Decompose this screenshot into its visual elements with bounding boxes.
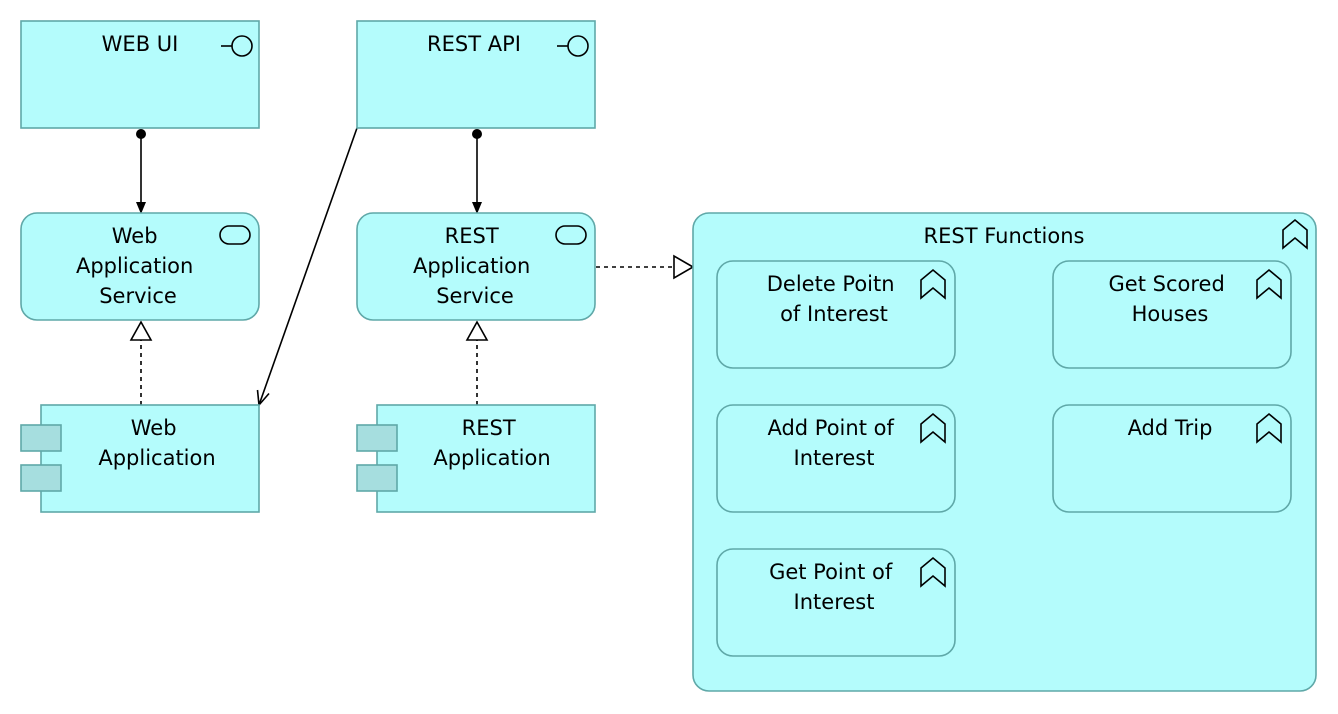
edge-rest-service-realizes-functions[interactable]	[596, 254, 695, 280]
node-get-poi-line1: Get Point of	[769, 560, 893, 584]
node-delete-point-of-interest[interactable]: Delete Poitn of Interest	[716, 260, 956, 369]
node-get-scored-houses[interactable]: Get Scored Houses	[1052, 260, 1292, 369]
node-rest-app-service-line3: Service	[436, 284, 514, 308]
function-icon	[1256, 412, 1282, 444]
node-rest-application-service[interactable]: REST Application Service	[356, 212, 596, 321]
node-rest-app-service-line2: Application	[413, 254, 530, 278]
edge-rest-application-realizes-service[interactable]	[465, 320, 489, 405]
function-icon	[920, 412, 946, 444]
node-add-point-of-interest[interactable]: Add Point of Interest	[716, 404, 956, 513]
service-icon	[555, 225, 587, 245]
component-tab-icon	[20, 424, 62, 452]
svg-text:REST Application S: REST Application Service	[413, 224, 537, 308]
node-web-application-service[interactable]: Web Application Service	[20, 212, 260, 321]
svg-text:Web Application Se: Web Application Service	[76, 224, 200, 308]
node-web-application-line2: Application	[98, 446, 215, 470]
node-web-application[interactable]: Web Application	[20, 404, 260, 513]
node-rest-application[interactable]: REST Application	[356, 404, 596, 513]
svg-text:Get Scored Houses: Get Scored Houses	[1109, 272, 1232, 326]
svg-text:Get Point of Interest: Get Point of Interest	[769, 560, 899, 614]
edge-restapi-serves-web-application[interactable]	[256, 127, 358, 407]
component-tab-icon	[20, 464, 62, 492]
node-web-app-service-line3: Service	[99, 284, 177, 308]
svg-text:REST API: REST API	[427, 32, 521, 56]
node-web-ui[interactable]: WEB UI	[20, 20, 260, 129]
node-add-trip[interactable]: Add Trip	[1052, 404, 1292, 513]
svg-text:Delete Poitn of Interest: Delete Poitn of Interest	[767, 272, 902, 326]
node-get-scored-houses-line2: Houses	[1132, 302, 1209, 326]
function-icon	[1282, 218, 1308, 250]
interface-icon	[221, 35, 253, 57]
node-rest-api[interactable]: REST API	[356, 20, 596, 129]
node-get-point-of-interest[interactable]: Get Point of Interest	[716, 548, 956, 657]
node-web-ui-label: WEB UI	[102, 32, 179, 56]
node-rest-application-line2: Application	[433, 446, 550, 470]
node-web-application-line1: Web	[131, 416, 177, 440]
node-rest-functions-title: REST Functions	[924, 224, 1085, 248]
edge-webui-to-web-app-service[interactable]	[136, 129, 146, 214]
service-icon	[219, 225, 251, 245]
component-tab-icon	[356, 424, 398, 452]
function-icon	[920, 556, 946, 588]
node-get-poi-line2: Interest	[794, 590, 875, 614]
node-add-poi-line2: Interest	[794, 446, 875, 470]
svg-text:Web Application: Web Application	[98, 416, 215, 470]
node-rest-application-line1: REST	[462, 416, 516, 440]
function-icon	[1256, 268, 1282, 300]
svg-text:WEB UI: WEB UI	[102, 32, 179, 56]
edge-web-application-realizes-service[interactable]	[129, 320, 153, 405]
svg-text:Add Point of Interest: Add Point of Interest	[767, 416, 900, 470]
node-rest-app-service-line1: REST	[445, 224, 499, 248]
interface-icon	[557, 35, 589, 57]
node-get-scored-houses-line1: Get Scored	[1109, 272, 1225, 296]
svg-text:Add Trip: Add Trip	[1128, 416, 1213, 440]
node-web-app-service-line1: Web	[112, 224, 158, 248]
node-rest-api-label: REST API	[427, 32, 521, 56]
component-tab-icon	[356, 464, 398, 492]
node-web-app-service-line2: Application	[76, 254, 193, 278]
function-icon	[920, 268, 946, 300]
svg-text:REST Functions: REST Functions	[924, 224, 1085, 248]
node-add-poi-line1: Add Point of	[767, 416, 894, 440]
edge-restapi-to-rest-app-service[interactable]	[472, 129, 482, 214]
node-add-trip-line1: Add Trip	[1128, 416, 1213, 440]
svg-text:REST Application: REST Application	[433, 416, 550, 470]
node-delete-poi-line2: of Interest	[780, 302, 888, 326]
node-delete-poi-line1: Delete Poitn	[767, 272, 895, 296]
